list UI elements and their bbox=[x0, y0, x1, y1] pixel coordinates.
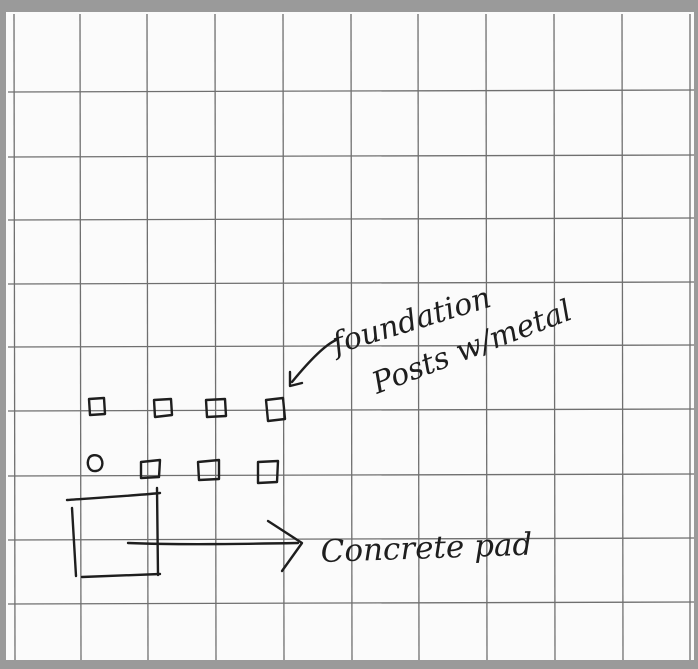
foundation-post bbox=[256, 459, 280, 485]
concrete-pad-right-edge bbox=[155, 486, 160, 577]
grid-line-vertical bbox=[282, 13, 285, 661]
grid-line-vertical bbox=[621, 13, 624, 661]
grid-line-vertical bbox=[146, 13, 149, 661]
foundation-post bbox=[139, 458, 162, 480]
foundation-post bbox=[87, 396, 107, 417]
grid-line-horizontal bbox=[7, 344, 695, 348]
grid-line-vertical bbox=[485, 13, 488, 661]
foundation-post bbox=[264, 396, 287, 423]
grid-line-horizontal bbox=[7, 473, 695, 477]
concrete-pad-label: Concrete pad bbox=[320, 527, 533, 570]
grid-line-vertical bbox=[13, 13, 16, 661]
foundation-post bbox=[152, 397, 174, 419]
grid-line-horizontal bbox=[7, 537, 695, 541]
arrow-up-right-icon bbox=[288, 338, 338, 388]
foundation-post bbox=[86, 454, 104, 473]
paper bbox=[6, 12, 694, 660]
grid bbox=[7, 13, 695, 661]
concrete-pad bbox=[65, 486, 162, 579]
grid-line-horizontal bbox=[7, 408, 695, 412]
grid-line-horizontal bbox=[7, 89, 695, 93]
grid-line-horizontal bbox=[7, 281, 695, 285]
grid-line-vertical bbox=[417, 13, 420, 661]
grid-line-horizontal bbox=[7, 601, 695, 605]
grid-line-vertical bbox=[553, 13, 556, 661]
arrow-right-icon bbox=[126, 519, 304, 573]
grid-line-vertical bbox=[79, 13, 82, 661]
concrete-pad-left-edge bbox=[70, 506, 78, 578]
concrete-pad-top-edge bbox=[65, 491, 162, 502]
foundation-post bbox=[196, 458, 221, 482]
grid-line-horizontal bbox=[7, 154, 695, 158]
foundation-posts bbox=[86, 396, 287, 485]
grid-line-vertical bbox=[350, 13, 353, 661]
grid-line-horizontal bbox=[7, 217, 695, 221]
grid-line-vertical bbox=[214, 13, 217, 661]
concrete-pad-bottom-edge bbox=[80, 572, 162, 579]
foundation-post bbox=[204, 397, 228, 419]
